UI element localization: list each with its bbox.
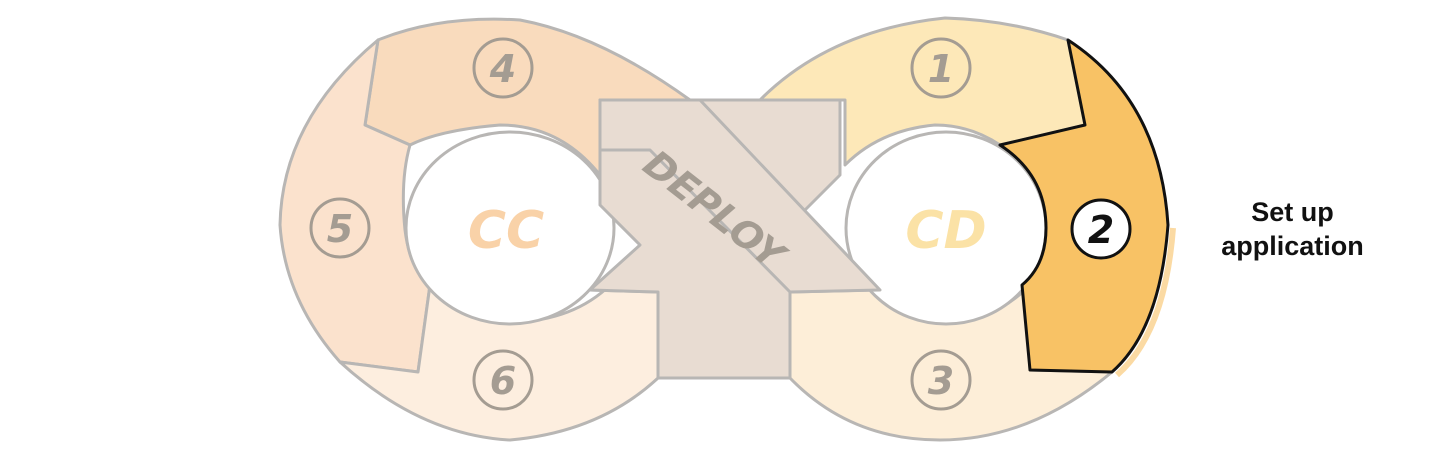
svg-text:2: 2 bbox=[1088, 208, 1114, 252]
active-step-callout: Set up application bbox=[1180, 195, 1405, 263]
step-badge-2: 2 bbox=[1070, 198, 1132, 260]
callout-line-2: application bbox=[1221, 231, 1364, 261]
callout-line-1: Set up bbox=[1251, 197, 1334, 227]
cc-label: CC bbox=[468, 201, 544, 261]
step-badge-1: 1 bbox=[910, 37, 972, 99]
svg-text:1: 1 bbox=[928, 47, 954, 91]
segment-step-5 bbox=[278, 38, 432, 374]
step-badge-6: 6 bbox=[472, 349, 534, 411]
svg-text:6: 6 bbox=[490, 359, 516, 403]
step-badge-3: 3 bbox=[910, 349, 972, 411]
left-loop bbox=[278, 17, 692, 442]
left-loop-hole bbox=[404, 130, 616, 326]
segment-step-2-shadow bbox=[1115, 227, 1176, 378]
step-badge-5: 5 bbox=[309, 197, 371, 259]
svg-text:5: 5 bbox=[327, 207, 353, 251]
svg-text:4: 4 bbox=[489, 47, 516, 91]
deploy-band-back bbox=[588, 98, 842, 380]
deploy-cross: DEPLOY bbox=[588, 98, 882, 380]
step-badge-4: 4 bbox=[472, 37, 534, 99]
deploy-band-front bbox=[598, 98, 882, 294]
svg-text:3: 3 bbox=[928, 359, 954, 403]
cd-label: CD bbox=[905, 201, 986, 261]
